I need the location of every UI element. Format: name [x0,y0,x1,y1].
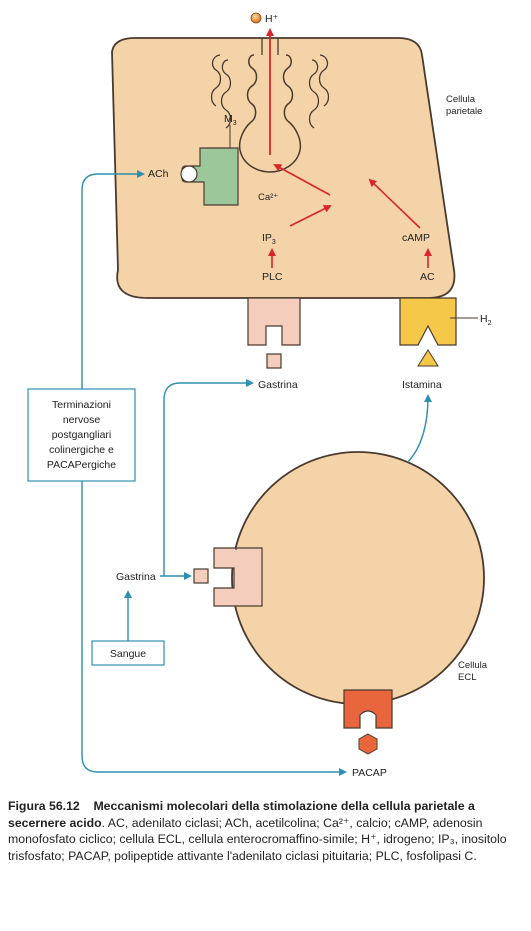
histamine-ligand [417,349,439,367]
caption-title: Meccanismi molecolari della stimolazione… [8,799,475,830]
nerve-terminals-line: nervose [63,414,101,426]
nerve-terminals-line: PACAPergiche [47,459,116,471]
h2-label: H2 [480,313,492,327]
canaliculus-fold-right [308,54,330,129]
camp-label: cAMP [402,232,430,244]
nerve-terminals-line: colinergiche e [49,444,114,456]
figure-caption: Figura 56.12 Meccanismi molecolari della… [8,798,524,864]
ecl-cell-label-2: ECL [458,672,476,683]
ca-label: Ca²⁺ [258,192,278,203]
pacap-receptor [343,689,393,729]
gastrin-ligand-ecl [193,568,209,584]
arrow-gastrin-to-parietal [163,379,254,576]
parietal-cell [111,37,456,299]
arrow-camp-to-ca [368,178,421,229]
arrow-camp-to-canal [273,164,331,196]
arrow-ecl-to-histamine [407,394,432,463]
diagram-canvas: H⁺ Cellula parietale M3 ACh Ca²⁺ IP3 cAM… [27,12,492,779]
secretory-canaliculus [238,54,302,173]
parietal-cell-label-2: parietale [446,106,482,117]
ip3-label: IP3 [262,232,276,246]
caption-body: . AC, adenilato ciclasi; ACh, acetilcoli… [8,815,507,863]
nerve-terminals-text: Terminazioni nervose postgangliari colinerg… [47,399,116,471]
ecl-cell [231,451,485,705]
histamine-label: Istamina [402,379,442,391]
h-plus-label: H⁺ [265,13,279,25]
blood-box [91,640,165,666]
pacap-label: PACAP [352,767,387,779]
ach-ligand [180,165,198,183]
plc-label: PLC [262,271,283,283]
caption-figure-number: Figura 56.12 [8,799,80,813]
m3-label: M3 [224,113,237,127]
parietal-cell-label-1: Cellula [446,94,476,105]
arrow-ip3-to-ca [289,205,332,227]
canaliculus-fold-left [210,54,232,129]
gastrin-label-top: Gastrina [258,379,298,391]
gastrin-label-left: Gastrina [116,571,156,583]
gastrin-ligand-top [266,353,282,369]
nerve-terminals-line: postgangliari [52,429,112,441]
canal-opening [261,38,279,55]
ecl-cell-label-1: Cellula [458,660,488,671]
arrow-nerve-to-pacap [81,481,347,776]
nerve-terminals-box [27,388,136,482]
pacap-ligand [358,733,378,755]
gastrin-receptor-ecl [213,547,263,607]
blood-label: Sangue [110,648,146,660]
ac-label: AC [420,271,435,283]
nerve-terminals-line: Terminazioni [52,399,111,411]
arrow-nerve-to-ach [81,170,145,389]
ach-label: ACh [148,168,169,180]
gastrin-receptor-top [247,297,301,346]
proton-icon [250,12,262,24]
h2-receptor [399,297,457,346]
